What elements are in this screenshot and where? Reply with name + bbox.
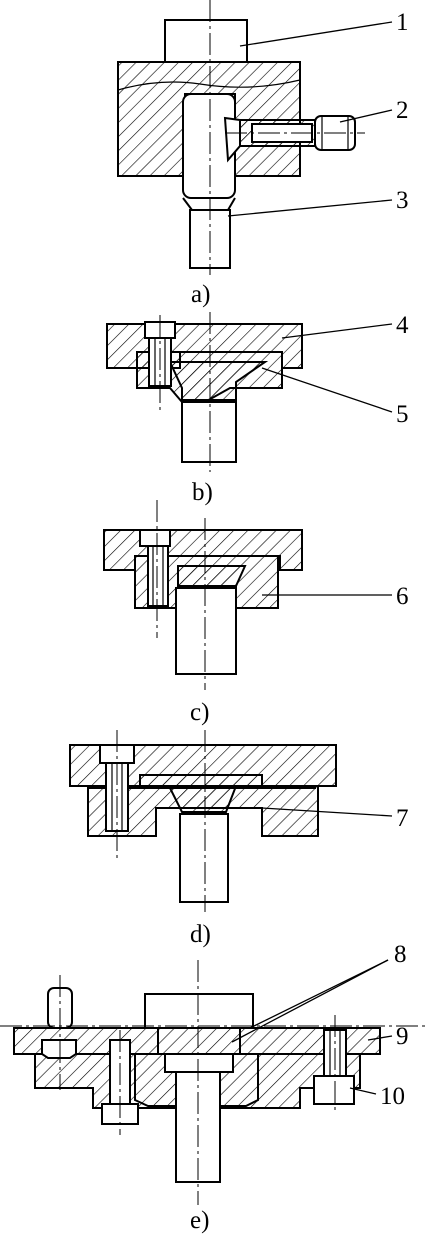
holder-block — [117, 61, 301, 177]
caption-d: d) — [190, 921, 211, 948]
callout-4: 4 — [396, 312, 409, 339]
callout-3: 3 — [396, 187, 409, 214]
punch-flare — [139, 774, 263, 813]
subfigure-a: 1 2 3 a) — [117, 0, 409, 308]
callout-2: 2 — [396, 97, 409, 124]
subfigure-b: 4 5 b) — [106, 312, 409, 506]
callout-8: 8 — [394, 941, 407, 968]
callout-5: 5 — [396, 401, 409, 428]
subfigure-d: 7 d) — [69, 730, 409, 948]
shank-part — [164, 19, 248, 63]
callout-10: 10 — [380, 1083, 405, 1110]
caption-b: b) — [192, 479, 213, 506]
callout-6: 6 — [396, 583, 409, 610]
caption-e: e) — [190, 1207, 209, 1234]
subfigure-e: 8 9 10 e) — [0, 941, 425, 1234]
callout-9: 9 — [396, 1023, 409, 1050]
callout-7: 7 — [396, 805, 409, 832]
upper-block — [144, 993, 254, 1029]
callout-1: 1 — [396, 9, 409, 36]
caption-c: c) — [190, 699, 209, 726]
subfigure-c: 6 c) — [103, 500, 409, 726]
caption-a: a) — [191, 281, 210, 308]
punch-head — [168, 361, 269, 401]
punch-flare — [177, 565, 247, 587]
